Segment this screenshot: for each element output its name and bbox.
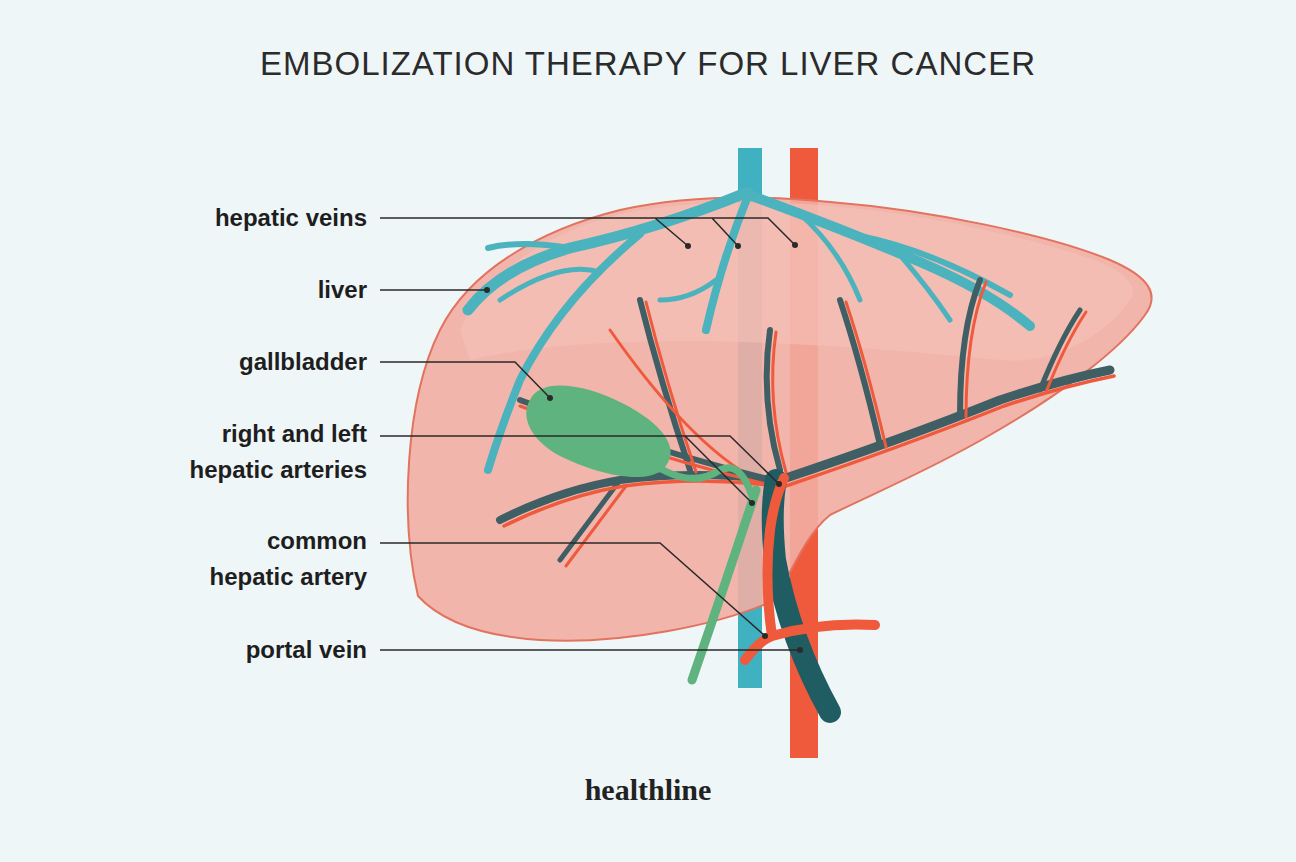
hepatic-arteries	[504, 282, 1114, 566]
leader-dots	[484, 242, 803, 653]
watermark: healthline	[0, 772, 1296, 808]
part-label: portal vein	[107, 632, 367, 668]
part-label: gallbladder	[107, 344, 367, 380]
part-label: common hepatic artery	[189, 523, 367, 595]
diagram-title: EMBOLIZATION THERAPY FOR LIVER CANCER	[0, 44, 1296, 84]
common-hepatic-artery	[745, 478, 875, 660]
part-label: hepatic veins	[107, 200, 367, 236]
part-label: right and left hepatic arteries	[162, 416, 367, 488]
part-label: liver	[107, 272, 367, 308]
liver-highlight	[460, 202, 1133, 360]
portal-branches	[500, 280, 1110, 560]
portal-vein	[773, 480, 830, 712]
gallbladder	[526, 386, 670, 477]
cystic-duct	[650, 462, 752, 496]
bile-duct	[692, 490, 756, 680]
leader-lines	[380, 218, 800, 650]
